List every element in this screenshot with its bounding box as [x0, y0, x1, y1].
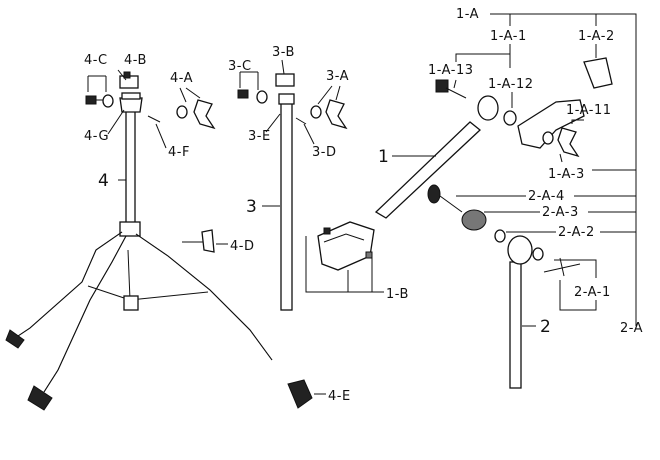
label-1-b: 1-B — [386, 287, 409, 302]
tube-assembly — [237, 73, 348, 311]
leader-lines — [87, 13, 637, 395]
arm-assembly-2 — [427, 184, 581, 389]
label-1-a-11: 1-A-11 — [566, 103, 612, 118]
label-2-a-1: 2-A-1 — [574, 285, 611, 300]
label-4: 4 — [98, 171, 109, 191]
label-1-a-3: 1-A-3 — [548, 167, 585, 182]
label-3-e: 3-E — [248, 129, 271, 144]
tripod-small-parts — [85, 71, 216, 130]
label-1-a: 1-A — [456, 7, 479, 22]
label-4-b: 4-B — [124, 53, 147, 68]
label-1-a-2: 1-A-2 — [578, 29, 615, 44]
label-2-a-2: 2-A-2 — [558, 225, 595, 240]
label-3-b: 3-B — [272, 45, 295, 60]
label-2-a-3: 2-A-3 — [542, 205, 579, 220]
label-4-e: 4-E — [328, 389, 351, 404]
label-1: 1 — [378, 147, 389, 167]
label-2-a: 2-A — [620, 321, 643, 336]
callout-labels: 4-C 4-B 4-A 4-G 4-F 4 4-D 4-E 3-C 3-B 3-… — [84, 7, 643, 404]
label-2: 2 — [540, 317, 551, 337]
label-3: 3 — [246, 197, 257, 217]
label-2-a-4: 2-A-4 — [528, 189, 565, 204]
label-4-c: 4-C — [84, 53, 108, 68]
label-3-c: 3-C — [228, 59, 252, 74]
label-4-g: 4-G — [84, 129, 109, 144]
label-3-d: 3-D — [312, 145, 336, 160]
label-4-a: 4-A — [170, 71, 193, 86]
label-1-a-13: 1-A-13 — [428, 63, 474, 78]
arm-assembly — [374, 57, 613, 219]
label-4-f: 4-F — [168, 145, 190, 160]
label-1-a-1: 1-A-1 — [490, 29, 527, 44]
label-4-d: 4-D — [230, 239, 254, 254]
label-3-a: 3-A — [326, 69, 349, 84]
label-1-a-12: 1-A-12 — [488, 77, 534, 92]
bracket-1-b — [317, 221, 375, 271]
tripod-stand — [5, 92, 313, 411]
